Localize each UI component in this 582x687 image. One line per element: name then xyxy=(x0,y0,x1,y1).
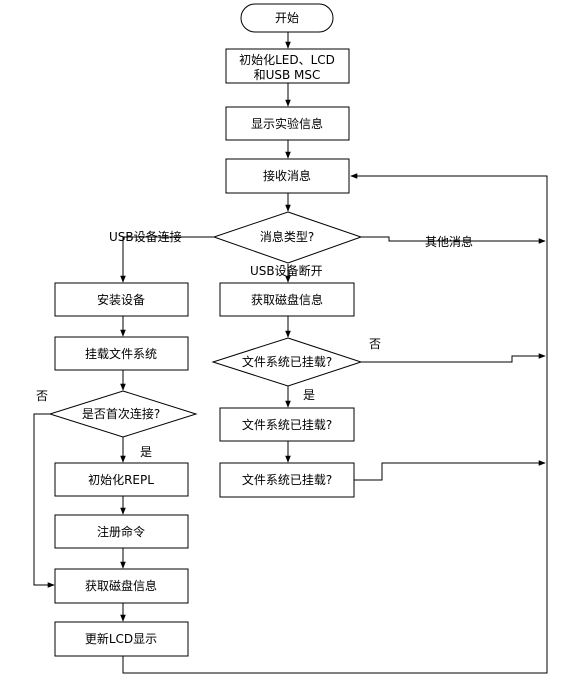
get-disk-left-label: 获取磁盘信息 xyxy=(85,578,157,593)
update-lcd-node: 更新LCD显示 xyxy=(54,621,189,657)
fs-mounted-1-label: 文件系统已挂载? xyxy=(242,417,332,432)
init-label-line2: 和USB MSC xyxy=(254,68,321,82)
fs-mounted-diamond xyxy=(211,337,363,387)
edge-fs2-bus xyxy=(354,460,546,481)
first-connect-decision: 是否首次连接? xyxy=(48,390,198,438)
get-disk-right-node: 获取磁盘信息 xyxy=(219,282,355,317)
edge-type-install xyxy=(120,236,214,283)
usb-connect-label: USB设备连接 xyxy=(109,229,182,244)
init-node: 初始化LED、LCD 和USB MSC xyxy=(225,48,350,84)
get-disk-left-box xyxy=(54,568,189,604)
fs-mounted-1-node: 文件系统已挂载? xyxy=(219,407,355,442)
edge-first-no xyxy=(33,413,55,588)
edge-fsq-no xyxy=(361,353,546,363)
show-info-node: 显示实验信息 xyxy=(225,106,350,141)
msg-type-decision: 消息类型? xyxy=(212,211,363,264)
init-repl-label: 初始化REPL xyxy=(88,473,154,487)
install-device-node: 安装设备 xyxy=(54,282,189,317)
register-cmd-node: 注册命令 xyxy=(54,514,189,549)
show-info-label: 显示实验信息 xyxy=(251,116,323,131)
fs-mounted-2-label: 文件系统已挂载? xyxy=(242,472,332,487)
edge-loop-back xyxy=(122,173,548,674)
receive-box xyxy=(225,158,350,194)
connectors xyxy=(33,32,548,674)
edge-type-other xyxy=(361,236,546,244)
mount-fs-box xyxy=(54,336,189,371)
fs-mounted-decision: 文件系统已挂载? xyxy=(211,337,363,387)
register-cmd-label: 注册命令 xyxy=(97,524,145,539)
update-lcd-box xyxy=(54,621,189,657)
get-disk-right-box xyxy=(219,282,355,317)
fs-mounted-2-node: 文件系统已挂载? xyxy=(219,462,355,498)
mount-fs-label: 挂载文件系统 xyxy=(85,346,157,361)
yes-right-label: 是 xyxy=(303,388,315,402)
fs-mounted-1-box xyxy=(219,407,355,442)
no-right-label: 否 xyxy=(369,337,381,351)
receive-label: 接收消息 xyxy=(263,168,311,183)
update-lcd-label: 更新LCD显示 xyxy=(85,631,157,646)
receive-node: 接收消息 xyxy=(225,158,350,194)
msg-type-label: 消息类型? xyxy=(260,229,314,244)
get-disk-left-node: 获取磁盘信息 xyxy=(54,568,189,604)
start-node: 开始 xyxy=(240,3,334,33)
install-device-box xyxy=(54,282,189,317)
init-box xyxy=(225,48,350,84)
register-cmd-box xyxy=(54,514,189,549)
get-disk-right-label: 获取磁盘信息 xyxy=(251,292,323,307)
no-left-label: 否 xyxy=(36,389,48,403)
other-msg-label: 其他消息 xyxy=(425,234,473,249)
usb-disconnect-label: USB设备断开 xyxy=(250,263,323,278)
start-terminator xyxy=(240,3,334,33)
init-label-line1: 初始化LED、LCD xyxy=(239,53,335,67)
fs-mounted-2-box xyxy=(219,462,355,498)
init-repl-box xyxy=(54,462,189,497)
install-device-label: 安装设备 xyxy=(97,292,145,307)
msg-type-diamond xyxy=(212,211,363,264)
yes-left-label: 是 xyxy=(140,445,152,459)
fs-mounted-q-label: 文件系统已挂载? xyxy=(242,354,332,369)
first-connect-label: 是否首次连接? xyxy=(82,406,160,421)
show-info-box xyxy=(225,106,350,141)
first-connect-diamond xyxy=(48,390,198,438)
mount-fs-node: 挂载文件系统 xyxy=(54,336,189,371)
start-label: 开始 xyxy=(275,11,299,25)
init-repl-node: 初始化REPL xyxy=(54,462,189,497)
